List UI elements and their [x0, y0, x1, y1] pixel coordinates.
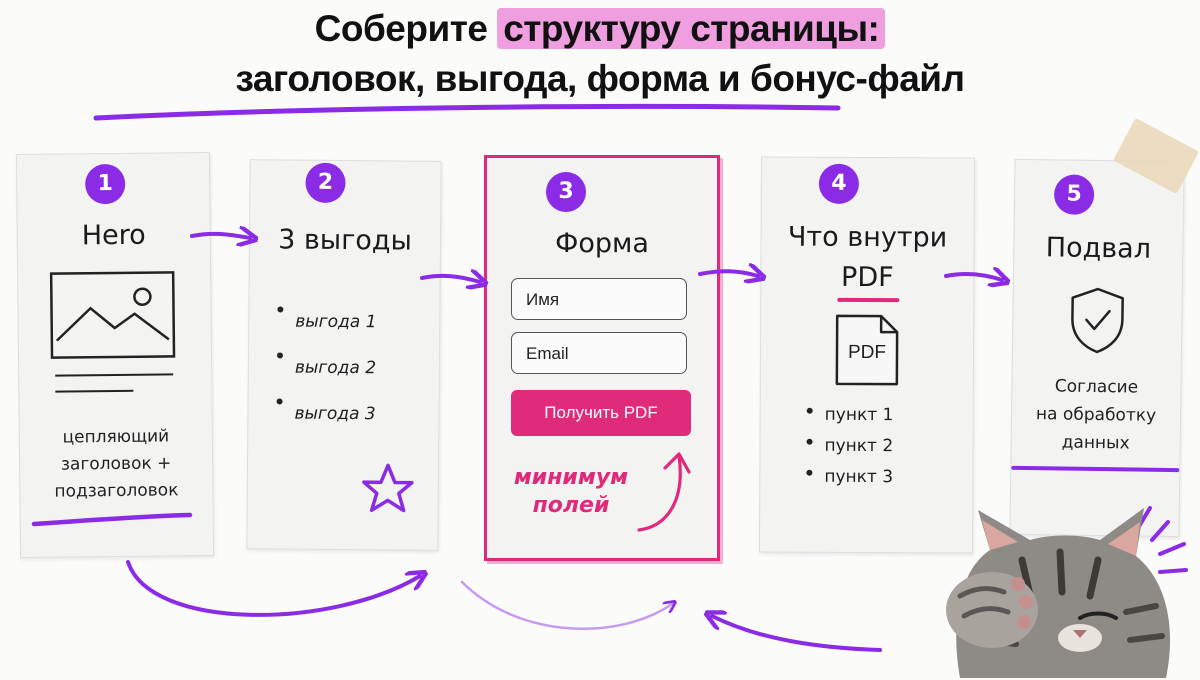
text-line-sm [55, 390, 133, 393]
loop-arrow-1 [128, 562, 420, 615]
step-number-5: 5 [1054, 174, 1095, 215]
list-item: выгода 3 [274, 390, 376, 437]
card-footer: 5 Подвал Согласие на обработку данных [1009, 159, 1184, 537]
page-title-line1: Соберите структуру страницы: [0, 8, 1200, 50]
step-number-4: 4 [819, 164, 859, 204]
card-title-hero: Hero [18, 219, 210, 252]
list-item: пункт 2 [804, 431, 893, 462]
text-line-lg [55, 373, 173, 376]
title-underline-stroke [96, 106, 838, 118]
step-number-2: 2 [305, 163, 345, 203]
footer-underline [1011, 466, 1179, 472]
list-item: выгода 1 [275, 298, 377, 345]
loop-arrow-2 [462, 582, 672, 629]
card-form: 3 Форма Имя Email Получить PDF минимум п… [484, 155, 720, 561]
shield-check-icon [1066, 285, 1129, 356]
star-icon [361, 461, 415, 515]
facepalm-cat-illustration [930, 500, 1180, 680]
get-pdf-button[interactable]: Получить PDF [511, 390, 691, 436]
image-placeholder-icon [48, 269, 179, 360]
title-underline [837, 298, 899, 302]
list-item: выгода 2 [275, 344, 377, 391]
footer-caption: Согласие на обработку данных [1011, 372, 1180, 458]
card-title-form: Форма [487, 228, 717, 259]
card-hero: 1 Hero цепляющий заголовок + подзаголово… [16, 152, 214, 558]
form-note: минимум полей [501, 464, 641, 520]
email-field[interactable]: Email [511, 332, 687, 374]
card-benefits: 2 3 выгоды выгода 1 выгода 2 выгода 3 [246, 159, 441, 551]
page-title-line2: заголовок, выгода, форма и бонус-файл [0, 58, 1200, 100]
card-pdf-contents: 4 Что внутри PDF PDF пункт 1 пункт 2 пун… [759, 156, 975, 553]
card-title-benefits: 3 выгоды [250, 224, 440, 257]
title-prefix: Соберите [315, 8, 488, 49]
step-number-3: 3 [546, 172, 586, 212]
list-item: пункт 1 [805, 400, 894, 431]
pdf-items-list: пункт 1 пункт 2 пункт 3 [804, 400, 893, 493]
benefits-list: выгода 1 выгода 2 выгода 3 [274, 298, 376, 437]
name-field[interactable]: Имя [511, 278, 687, 320]
curved-arrow-icon [629, 446, 699, 536]
card-title-pdf-line2: PDF [761, 261, 973, 293]
pdf-file-icon: PDF [835, 314, 899, 386]
step-number-1: 1 [85, 164, 125, 204]
list-item: пункт 3 [804, 462, 893, 493]
title-highlight: структуру страницы: [497, 8, 885, 49]
hero-caption: цепляющий заголовок + подзаголовок [20, 423, 213, 506]
card-title-footer: Подвал [1014, 232, 1182, 265]
card-title-pdf-line1: Что внутри [762, 221, 974, 253]
pdf-file-label: PDF [835, 342, 899, 364]
loop-arrow-3 [712, 616, 880, 650]
